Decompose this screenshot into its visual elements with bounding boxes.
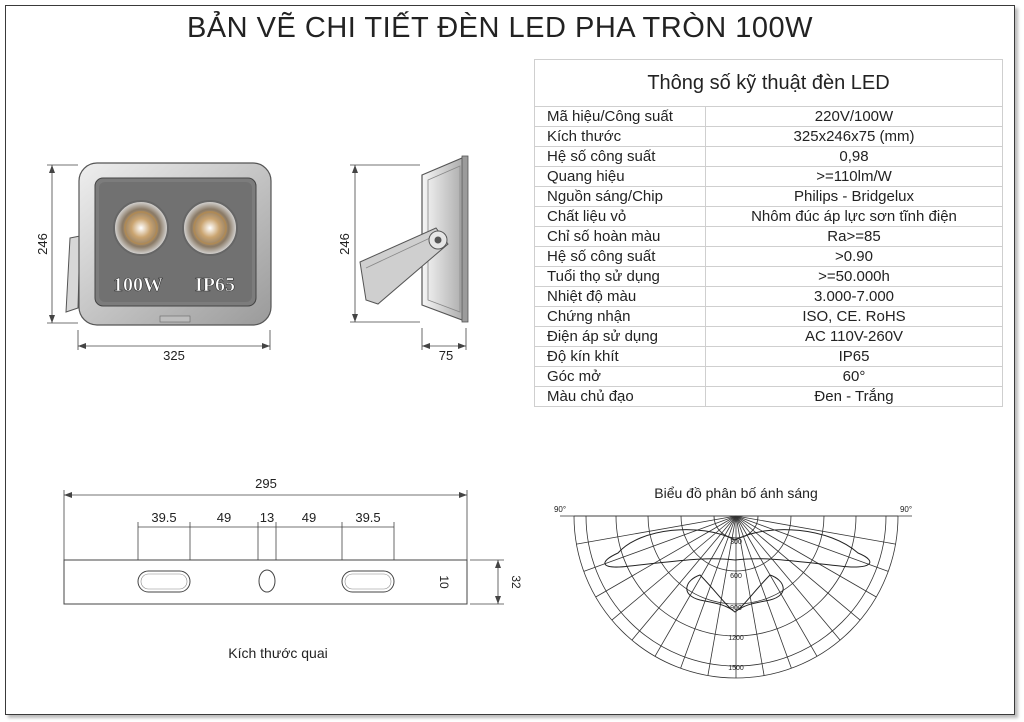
polar-light-curve-outer [604,529,871,568]
spec-label: Chất liệu vỏ [534,206,706,227]
bracket-segment-3: 13 [260,510,274,525]
front-height-label: 246 [35,233,50,255]
polar-spoke [735,515,896,545]
polar-spoke [707,515,737,676]
front-lens-right [182,200,238,256]
polar-title: Biểu đồ phân bố ánh sáng [654,485,817,501]
bracket-segment-1: 39.5 [151,510,176,525]
spec-label: Độ kín khít [534,346,706,367]
bracket-height-label: 32 [509,575,523,589]
polar-ring-label-600: 600 [730,573,742,580]
polar-spoke [631,515,737,641]
polar-spoke [735,515,889,572]
bracket-slot-height-label: 10 [437,575,451,589]
spec-label: Kích thước [534,126,706,147]
polar-spoke [735,515,792,669]
polar-ring-label-900: 900 [730,605,742,612]
front-badge-ip: IP65 [195,274,235,296]
spec-label: Quang hiệu [534,166,706,187]
bracket-slot-right [341,570,395,593]
bracket-segment-2: 49 [217,510,231,525]
spec-value: Ra>=85 [705,226,1003,247]
front-badge-power: 100W [113,274,163,296]
polar-ring-label-1500: 1500 [728,665,744,672]
front-lens-left [113,200,169,256]
spec-value: 325x246x75 (mm) [705,126,1003,147]
bracket-segment-5: 39.5 [355,510,380,525]
page-title: BẢN VẼ CHI TIẾT ĐÈN LED PHA TRÒN 100W [186,12,814,44]
polar-angle-left: 90° [554,505,566,514]
polar-spoke [576,515,737,545]
polar-spoke [735,515,818,657]
front-width-label: 325 [163,348,185,363]
spec-value: 220V/100W [705,106,1003,127]
spec-label: Nguồn sáng/Chip [534,186,706,207]
bracket-hole-center [258,569,276,593]
polar-spoke [735,515,861,621]
polar-grid [560,515,912,679]
polar-angle-right: 90° [900,505,912,514]
front-bracket-arm [65,235,81,313]
polar-spoke [583,515,737,572]
polar-ring-label-300: 300 [730,539,742,546]
polar-spoke [654,515,737,657]
spec-table: Thông số kỹ thuật đèn LED Mã hiệu/Công s… [534,59,1003,407]
bracket-segment-4: 49 [302,510,316,525]
spec-value: Đen - Trắng [705,386,1003,407]
spec-label: Hệ số công suất [534,146,706,167]
bracket-caption: Kích thước quai [228,645,328,661]
bracket-slot-left [137,570,191,593]
polar-light-curve-inner [686,574,784,613]
polar-spoke [680,515,737,669]
spec-table-heading-row: Thông số kỹ thuật đèn LED [534,59,1003,107]
polar-spoke [735,515,877,598]
bracket-total-label: 295 [255,476,277,491]
side-depth-label: 75 [439,348,453,363]
polar-spoke [735,515,765,676]
polar-spoke [735,515,841,641]
spec-label: Màu chủ đạo [534,386,706,407]
spec-label: Góc mở [534,366,706,387]
side-bracket [359,227,449,305]
spec-label: Hệ số công suất [534,246,706,267]
spec-label: Điện áp sử dụng [534,326,706,347]
spec-table-heading: Thông số kỹ thuật đèn LED [534,59,1003,107]
polar-spoke [595,515,737,598]
polar-ring-label-1200: 1200 [728,635,744,642]
side-height-label: 246 [337,233,352,255]
